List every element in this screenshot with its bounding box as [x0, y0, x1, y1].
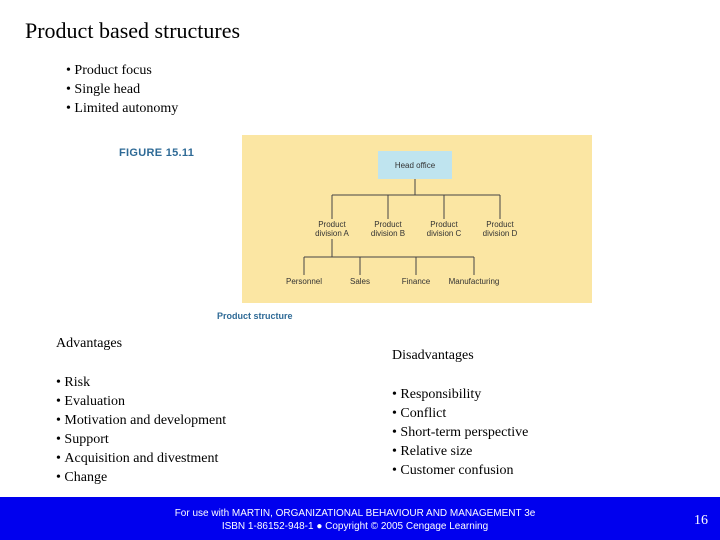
disadvantage-item: Short-term perspective — [392, 423, 528, 442]
org-chart-diagram: Head office Product division A Product d… — [242, 135, 592, 303]
disadvantages-list: Responsibility Conflict Short-term persp… — [392, 385, 528, 480]
function-label: Manufacturing — [448, 277, 500, 286]
page-number: 16 — [694, 513, 708, 528]
disadvantage-item: Responsibility — [392, 385, 528, 404]
bullet-item: Limited autonomy — [66, 99, 178, 118]
advantage-item: Acquisition and divestment — [56, 449, 226, 468]
advantage-item: Risk — [56, 373, 226, 392]
advantage-item: Evaluation — [56, 392, 226, 411]
advantages-list: Risk Evaluation Motivation and developme… — [56, 373, 226, 487]
advantage-item: Motivation and development — [56, 411, 226, 430]
function-label: Finance — [401, 277, 431, 286]
figure-caption: Product structure — [217, 311, 293, 321]
disadvantages-heading: Disadvantages — [392, 348, 474, 363]
advantage-item: Support — [56, 430, 226, 449]
division-label: Product division B — [370, 220, 406, 238]
function-label: Sales — [349, 277, 370, 286]
disadvantage-item: Relative size — [392, 442, 528, 461]
division-label: Product division C — [426, 220, 462, 238]
bullet-item: Product focus — [66, 61, 178, 80]
bullet-item: Single head — [66, 80, 178, 99]
footer-line-1: For use with MARTIN, ORGANIZATIONAL BEHA… — [174, 508, 536, 519]
disadvantage-item: Conflict — [392, 404, 528, 423]
head-office-label: Head office — [394, 161, 436, 170]
advantage-item: Change — [56, 468, 226, 487]
slide-title: Product based structures — [25, 18, 241, 43]
division-label: Product division A — [315, 220, 349, 238]
function-label: Personnel — [285, 277, 323, 286]
org-chart-connectors — [303, 179, 501, 275]
disadvantage-item: Customer confusion — [392, 461, 528, 480]
division-label: Product division D — [482, 220, 518, 238]
advantages-heading: Advantages — [56, 336, 123, 351]
figure-label: FIGURE 15.11 — [119, 147, 195, 159]
footer-bar: For use with MARTIN, ORGANIZATIONAL BEHA… — [0, 497, 720, 540]
footer-line-2: ISBN 1-86152-948-1 ● Copyright © 2005 Ce… — [221, 521, 489, 532]
top-bullet-list: Product focus Single head Limited autono… — [66, 61, 178, 118]
head-office-box — [378, 151, 452, 179]
footer-credit: For use with MARTIN, ORGANIZATIONAL BEHA… — [120, 507, 590, 533]
